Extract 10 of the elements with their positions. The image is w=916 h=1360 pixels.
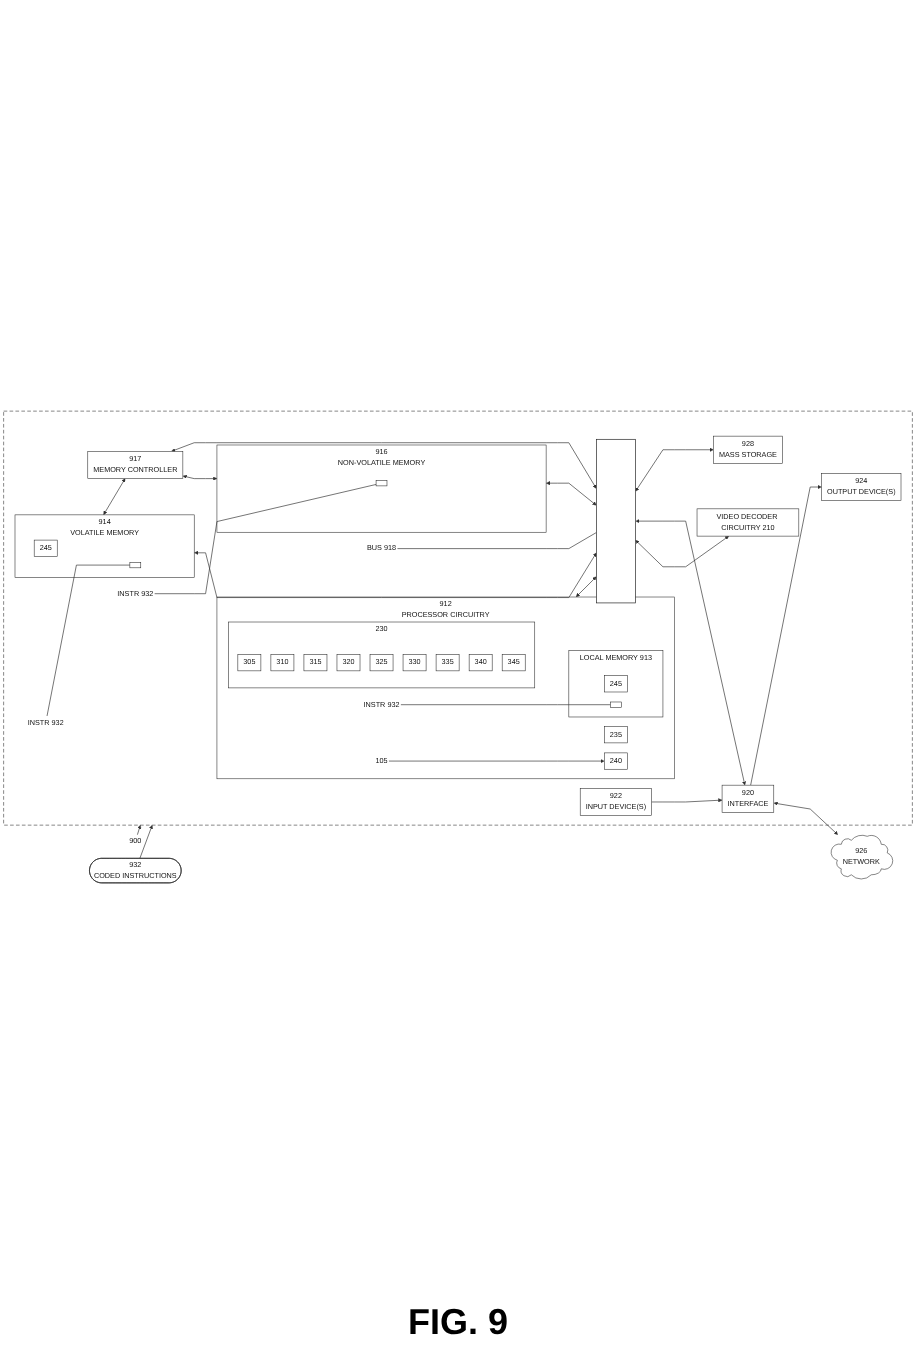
figure-caption: FIG. 9	[407, 1302, 508, 1344]
node-bar	[596, 438, 636, 604]
cluster	[3, 410, 913, 826]
connector	[397, 532, 597, 549]
connector	[400, 704, 611, 706]
node-box	[610, 701, 622, 708]
node-box	[375, 480, 388, 487]
connector	[46, 564, 131, 717]
node-box	[129, 562, 142, 569]
connector	[154, 484, 377, 595]
